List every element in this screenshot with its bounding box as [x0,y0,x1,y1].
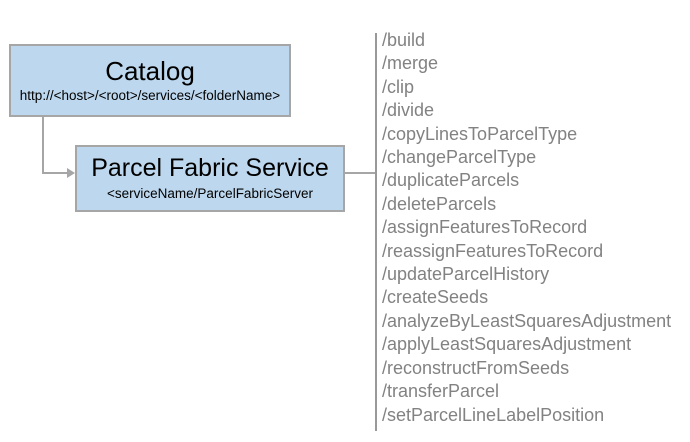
endpoint-item: /updateParcelHistory [382,264,550,285]
catalog-url: http://<host>/<root>/services/<folderNam… [19,88,281,104]
endpoint-item: /reassignFeaturesToRecord [382,240,604,261]
endpoint-item: /setParcelLineLabelPosition [382,404,605,425]
catalog-title: Catalog [105,55,195,86]
endpoint-list: /build /merge /clip /divide /copyLinesTo… [382,29,671,427]
endpoint-item: /merge [382,53,439,74]
endpoint-item: /divide [382,100,435,121]
endpoint-item: /analyzeByLeastSquaresAdjustment [382,310,672,331]
arrowhead-icon [67,168,75,178]
service-title: Parcel Fabric Service [91,154,329,183]
endpoint-item: /clip [382,76,415,97]
endpoint-list-separator [375,33,377,431]
endpoint-item: /createSeeds [382,287,489,308]
endpoint-item: /applyLeastSquaresAdjustment [382,334,632,355]
catalog-node: Catalog http://<host>/<root>/services/<f… [9,44,291,117]
parcel-fabric-service-node: Parcel Fabric Service <serviceName/Parce… [75,145,345,212]
endpoint-item: /copyLinesToParcelType [382,123,578,144]
service-url: <serviceName/ParcelFabricServer [107,185,313,201]
connector-catalog-vertical [42,117,44,174]
endpoint-item: /duplicateParcels [382,170,520,191]
connector-service-to-list [345,172,375,174]
connector-catalog-horizontal [42,172,68,174]
endpoint-item: /assignFeaturesToRecord [382,217,588,238]
endpoint-item: /build [382,30,426,50]
endpoint-item: /reconstructFromSeeds [382,357,570,378]
endpoint-item: /transferParcel [382,381,500,402]
endpoint-item: /deleteParcels [382,193,497,214]
endpoint-item: /changeParcelType [382,147,537,168]
